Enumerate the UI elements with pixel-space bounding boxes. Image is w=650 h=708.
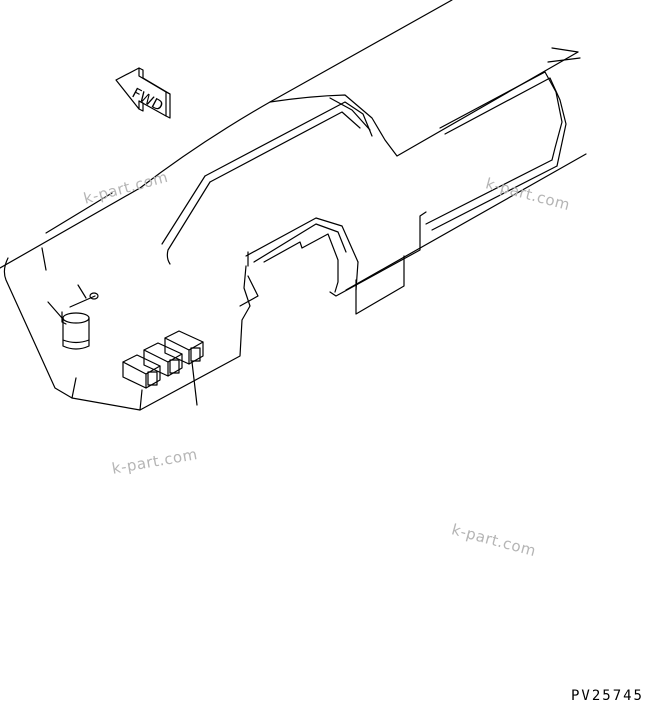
rocker-switch-3: [164, 330, 204, 406]
rocker-switch-2: [143, 342, 183, 377]
rocker-switch-1: [122, 354, 161, 389]
drawing-code: PV25745: [570, 688, 644, 704]
canister-part: [47, 284, 99, 350]
forward-arrow-icon: FWD: [115, 67, 171, 119]
fwd-label: FWD: [129, 85, 165, 114]
panel-outline: [0, 0, 587, 411]
